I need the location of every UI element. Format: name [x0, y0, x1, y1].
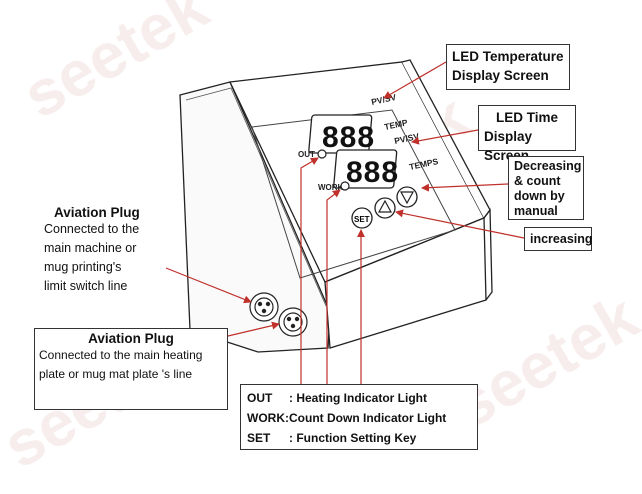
legend-desc: : Heating Indicator Light: [289, 391, 427, 405]
callout-line: LED Time: [495, 110, 558, 125]
callout-line: LED Temperature: [452, 49, 564, 64]
aviation-plug-2: [278, 307, 308, 337]
arrow-led-temp: [383, 61, 447, 99]
led-digits-bottom: 888: [346, 156, 399, 189]
note-line: limit switch line: [44, 279, 128, 293]
legend-desc: Count Down Indicator Light: [289, 411, 447, 425]
down-button[interactable]: [396, 186, 418, 208]
arrow-decreasing: [421, 183, 509, 192]
legend-row-set: SET : Function Setting Key: [247, 428, 471, 448]
legend-row-out: OUT : Heating Indicator Light: [247, 388, 471, 408]
label-out: OUT: [298, 150, 315, 159]
callout-led-temperature: LED Temperature Display Screen: [446, 44, 570, 90]
arrow-work: [326, 189, 341, 388]
legend-box: OUT : Heating Indicator Light WORK:Count …: [240, 384, 478, 450]
label-work: WORK: [318, 183, 344, 192]
legend-desc: : Function Setting Key: [289, 431, 417, 445]
note-line: Connected to the main heating: [39, 348, 203, 362]
callout-led-time: LED Time Display Screen: [478, 105, 576, 163]
arrow-increasing: [395, 209, 525, 239]
callout-line: increasing: [530, 232, 593, 246]
callout-line: Display Screen: [452, 68, 549, 83]
out-indicator-light: [317, 149, 327, 159]
legend-row-work: WORK:Count Down Indicator Light: [247, 408, 471, 428]
callout-line: manual: [514, 204, 558, 218]
arrow-plug-1: [165, 267, 252, 304]
set-button-label: SET: [354, 215, 370, 224]
callout-line: & count: [514, 174, 561, 188]
arrow-out: [300, 157, 319, 388]
led-display-bottom: 888: [333, 149, 399, 189]
aviation-plug-1: [249, 292, 279, 322]
legend-key: SET: [247, 431, 271, 445]
led-display-top: 888: [308, 114, 375, 154]
aviation-plug-1-title: Aviation Plug: [54, 205, 140, 220]
note-line: plate or mug mat plate 's line: [39, 367, 193, 381]
legend-key: OUT: [247, 391, 273, 405]
callout-line: down by: [514, 189, 565, 203]
label-temp: TEMP: [383, 117, 408, 132]
aviation-plug-2-title: Aviation Plug: [88, 331, 174, 346]
legend-key: WORK:: [247, 411, 289, 425]
note-line: Connected to the: [44, 222, 140, 236]
aviation-plug-1-note: Aviation Plug Connected to the main mach…: [44, 205, 174, 296]
callout-decreasing: Decreasing & count down by manual: [508, 156, 584, 220]
arrow-plug-2: [227, 321, 280, 337]
triangle-down-icon: [399, 191, 415, 205]
triangle-up-icon: [377, 199, 393, 213]
callout-increasing: increasing: [524, 227, 593, 251]
work-indicator-light: [340, 181, 350, 191]
arrow-led-time: [411, 129, 479, 145]
leader-arrows: [165, 61, 525, 388]
callout-line: Decreasing: [514, 159, 582, 173]
note-line: mug printing's: [44, 260, 122, 274]
note-line: main machine or: [44, 241, 137, 255]
aviation-plug-2-note: Aviation Plug Connected to the main heat…: [34, 328, 228, 410]
up-button[interactable]: [374, 197, 396, 219]
led-digits-top: 888: [322, 121, 375, 154]
set-button[interactable]: SET: [351, 207, 373, 229]
